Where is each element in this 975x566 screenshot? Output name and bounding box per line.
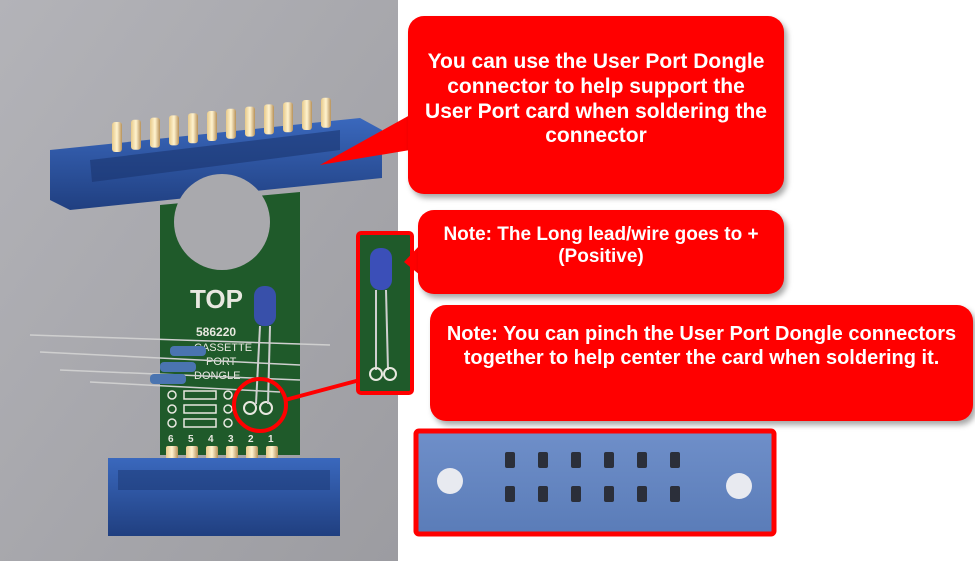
- inset-connector-pin: [571, 486, 581, 502]
- inset-connector-pin: [505, 486, 515, 502]
- inset-connector-pin: [571, 452, 581, 468]
- inset-connector-pin: [637, 486, 647, 502]
- inset-connector-pin: [604, 452, 614, 468]
- connector-mount-hole-right: [726, 473, 752, 499]
- top-connector-pin: [283, 102, 293, 133]
- callout-long-lead: Note: The Long lead/wire goes to + (Posi…: [418, 210, 784, 294]
- inset-connector-pin: [670, 452, 680, 468]
- callout-support-pointer: [320, 115, 410, 165]
- led-pad-highlight-circle: [232, 377, 288, 433]
- top-edge-connector: [50, 97, 382, 210]
- inset-connector-pin: [637, 452, 647, 468]
- board-mounting-hole: [174, 174, 270, 270]
- resistor-pads: [167, 390, 233, 428]
- callout-support-connector: You can use the User Port Dongle connect…: [408, 16, 784, 194]
- top-connector-pin: [188, 113, 198, 144]
- inset-connector-pin: [604, 486, 614, 502]
- top-connector-pin: [245, 106, 255, 137]
- top-connector-pin: [264, 104, 274, 135]
- top-connector-pin: [150, 117, 160, 148]
- led-pad-right: [259, 401, 273, 415]
- led-pad-left: [243, 401, 257, 415]
- board-pin-number: 1: [268, 434, 274, 445]
- top-connector-pin: [302, 100, 312, 130]
- inset-connector-pin: [538, 486, 548, 502]
- board-pin-number: 2: [248, 434, 254, 445]
- top-connector-pin: [112, 122, 122, 152]
- connector-inset-photo: [413, 428, 777, 537]
- top-connector-pin: [226, 108, 236, 139]
- highlight-pointer-line: [284, 378, 361, 402]
- callout-long-lead-text: Note: The Long lead/wire goes to + (Posi…: [443, 224, 759, 268]
- board-pin-number: 6: [168, 434, 174, 445]
- callout-support-text: You can use the User Port Dongle connect…: [425, 50, 767, 148]
- top-connector-pin: [321, 97, 331, 128]
- board-part-number: 586220: [196, 325, 236, 339]
- connector-mount-hole-left: [437, 468, 463, 494]
- top-connector-pin: [169, 115, 179, 146]
- top-connector-pin: [207, 111, 217, 141]
- board-pin-number: 4: [208, 434, 214, 445]
- inset-connector-pin: [505, 452, 515, 468]
- inset-connector-pin: [538, 452, 548, 468]
- callout-pinch-connectors: Note: You can pinch the User Port Dongle…: [430, 305, 973, 421]
- callout-pinch-text: Note: You can pinch the User Port Dongle…: [446, 323, 957, 369]
- board-name-line1: CASSETTE: [194, 342, 252, 354]
- board-pin-number: 5: [188, 434, 194, 445]
- board-name-line2: PORT: [206, 356, 237, 368]
- callout-long-lead-pointer: [404, 245, 420, 275]
- top-connector-pin: [131, 119, 141, 150]
- board-pin-number: 3: [228, 434, 234, 445]
- inset-connector-pin: [670, 486, 680, 502]
- board-top-label: TOP: [190, 284, 243, 314]
- bottom-edge-connector: [108, 458, 340, 536]
- led-inset-photo: [356, 231, 414, 395]
